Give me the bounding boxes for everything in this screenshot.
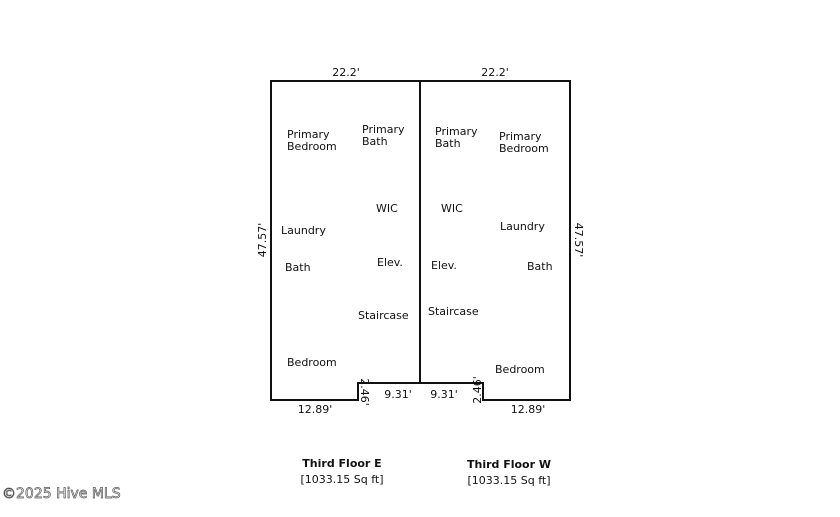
room-bath-e: Bath — [285, 261, 311, 274]
dim-bottom-e: 12.89' — [298, 403, 333, 416]
floor-outline — [270, 80, 571, 401]
plan-title-w: Third Floor W — [467, 458, 551, 471]
room-wic-w: WIC — [441, 202, 463, 215]
dim-top-w: 22.2' — [481, 66, 509, 79]
plan-area-e: [1033.15 Sq ft] — [300, 473, 383, 486]
dim-notch-depth-e: 2.46' — [358, 378, 371, 406]
room-laundry-w: Laundry — [500, 220, 545, 233]
room-staircase-e: Staircase — [358, 309, 409, 322]
dim-notch-depth-w: 2.46' — [471, 376, 484, 404]
room-staircase-w: Staircase — [428, 305, 479, 318]
plan-area-w: [1033.15 Sq ft] — [467, 474, 550, 487]
room-bedroom-w: Bedroom — [495, 363, 545, 376]
room-laundry-e: Laundry — [281, 224, 326, 237]
room-elev-w: Elev. — [431, 259, 457, 272]
room-wic-e: WIC — [376, 202, 398, 215]
dim-notch-width-e: 9.31' — [384, 388, 412, 401]
plan-title-e: Third Floor E — [302, 457, 381, 470]
dim-side-e: 47.57' — [256, 223, 269, 258]
dim-bottom-w: 12.89' — [511, 403, 546, 416]
room-elev-e: Elev. — [377, 256, 403, 269]
dim-side-w: 47.57' — [572, 223, 585, 258]
room-bath-w: Bath — [527, 260, 553, 273]
watermark: ©2025 Hive MLS — [2, 486, 121, 502]
dim-notch-width-w: 9.31' — [430, 388, 458, 401]
room-bedroom-e: Bedroom — [287, 356, 337, 369]
dim-top-e: 22.2' — [332, 66, 360, 79]
